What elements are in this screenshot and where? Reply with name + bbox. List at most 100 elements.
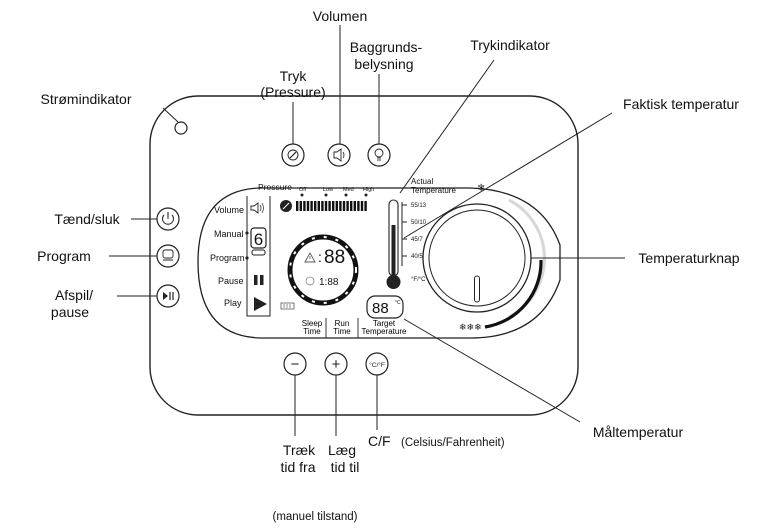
plus-symbol: + <box>332 356 341 373</box>
callout-add-1: Læg <box>328 442 356 458</box>
lcd-gauge-icon <box>280 200 292 212</box>
pressure-bar-segment <box>332 201 335 211</box>
lcd-bottom-labels: Sleep Time Run Time Target Temperature <box>302 318 407 338</box>
scale-50-10: 50/10 <box>411 220 427 226</box>
callout-manual-mode: (manuel tilstand) <box>272 511 357 523</box>
program-digit-display: 6 <box>250 227 267 256</box>
knob-snowflakes: ❄❄❄ <box>459 322 482 332</box>
thermometer <box>386 199 401 289</box>
callout-on-off: Tænd/sluk <box>54 211 120 227</box>
mode-play: Play <box>224 298 242 308</box>
pressure-bar-segment <box>317 201 320 211</box>
thermometer-scale: 55/13 50/10 45/7 40/5 °F/°C <box>401 202 427 283</box>
leader-lines <box>109 25 625 436</box>
target-temp-digits: 88 <box>372 300 389 317</box>
play-pause-button[interactable] <box>156 284 180 308</box>
volume-button[interactable] <box>327 143 351 167</box>
pressure-level-off: Off <box>299 187 307 193</box>
battery-icon <box>280 302 295 310</box>
temperature-knob[interactable] <box>422 203 532 313</box>
power-button[interactable] <box>156 207 180 231</box>
scale-55-13: 55/13 <box>411 203 427 209</box>
callout-target-temperature: Måltemperatur <box>593 424 684 440</box>
clock-icon <box>305 276 315 286</box>
pressure-bar-segment <box>335 201 338 211</box>
callout-power-indicator: Strømindikator <box>40 91 131 107</box>
target-temp-label-2: Temperature <box>362 327 407 336</box>
program-icon <box>162 249 174 261</box>
pressure-bar-segment <box>310 201 313 211</box>
warning-icon <box>304 252 316 263</box>
program-button[interactable] <box>156 244 180 268</box>
callout-volume: Volumen <box>313 8 367 24</box>
pressure-bar-segment <box>346 201 349 211</box>
gauge-icon <box>287 149 299 161</box>
pressure-label: Pressure <box>258 182 292 192</box>
mode-program: Program <box>210 253 245 263</box>
bulb-icon <box>374 148 384 161</box>
speaker-icon <box>333 148 345 162</box>
mode-column-box <box>246 196 271 317</box>
svg-text:❄: ❄ <box>477 183 485 194</box>
mode-volume: Volume <box>214 205 244 215</box>
target-temp-label-1: Target <box>373 319 396 328</box>
callout-actual-temperature: Faktisk temperatur <box>623 96 739 112</box>
play-pause-icon <box>163 292 174 300</box>
callout-cf-main: C/F <box>368 433 391 449</box>
pressure-bar-segment <box>357 201 360 211</box>
pressure-bar-segment <box>321 201 324 211</box>
mode-manual: Manual <box>214 229 244 239</box>
minus-symbol: − <box>291 356 300 373</box>
sleep-time-label-1: Sleep <box>302 319 323 328</box>
scale-45-7: 45/7 <box>411 237 423 243</box>
lcd-pause-icon <box>254 275 264 285</box>
pressure-bar-segment <box>360 201 364 211</box>
run-time-label-1: Run <box>335 319 350 328</box>
mode-pause: Pause <box>218 276 244 286</box>
pressure-bar-segment <box>314 201 317 211</box>
pressure-bar-segment <box>303 201 306 211</box>
pressure-bar-segment <box>299 201 302 211</box>
pressure-bar-segment <box>364 201 367 211</box>
knob-pointer <box>474 275 480 303</box>
callout-cf-sub: (Celsius/Fahrenheit) <box>401 437 505 449</box>
callout-subtract-1: Træk <box>283 442 316 458</box>
callout-pressure-1: Tryk <box>280 68 308 84</box>
actual-temp-label-1: Actual <box>411 177 433 186</box>
callout-pressure-2: (Pressure) <box>260 84 325 100</box>
callout-temperature-knob: Temperaturknap <box>638 250 739 266</box>
pressure-bar-segment <box>328 201 331 211</box>
program-digit: 6 <box>254 230 263 249</box>
power-icon <box>162 212 174 225</box>
pressure-bar-segment <box>350 201 353 211</box>
pressure-bar-segment <box>342 201 346 211</box>
backlight-button[interactable] <box>367 143 391 167</box>
callout-backlight-2: belysning <box>354 56 413 72</box>
target-temp-display: 88 °C <box>366 295 404 319</box>
callout-subtract-2: tid fra <box>280 459 315 475</box>
pressure-bar-segment <box>339 201 342 211</box>
run-time-label-2: Time <box>333 327 351 336</box>
timer-main-digits: 88 <box>324 247 345 268</box>
pressure-level-labels: Off Low Med High <box>299 187 374 197</box>
pressure-level-low: Low <box>323 187 333 193</box>
cf-symbol: °C/°F <box>369 361 385 369</box>
pressure-level-high: High <box>363 187 374 193</box>
actual-temp-label-2: Temperature <box>411 186 456 195</box>
power-indicator-led <box>174 121 188 135</box>
pressure-level-med: Med <box>343 187 354 193</box>
callout-backlight-1: Baggrunds- <box>350 39 423 55</box>
callout-pressure-indicator: Trykindikator <box>470 37 550 53</box>
lcd-play-icon <box>254 297 267 311</box>
pressure-bar-segment <box>324 201 328 211</box>
callout-program: Program <box>37 248 91 264</box>
knob-arc-dark <box>484 259 543 329</box>
cf-toggle-button[interactable]: °C/°F <box>365 352 389 376</box>
pressure-bar-segment <box>306 201 310 211</box>
timer-colon: : <box>318 249 322 265</box>
pressure-bar-segment <box>296 201 299 211</box>
pressure-button[interactable] <box>281 143 305 167</box>
subtract-time-button[interactable]: − <box>283 352 307 376</box>
add-time-button[interactable]: + <box>324 352 348 376</box>
